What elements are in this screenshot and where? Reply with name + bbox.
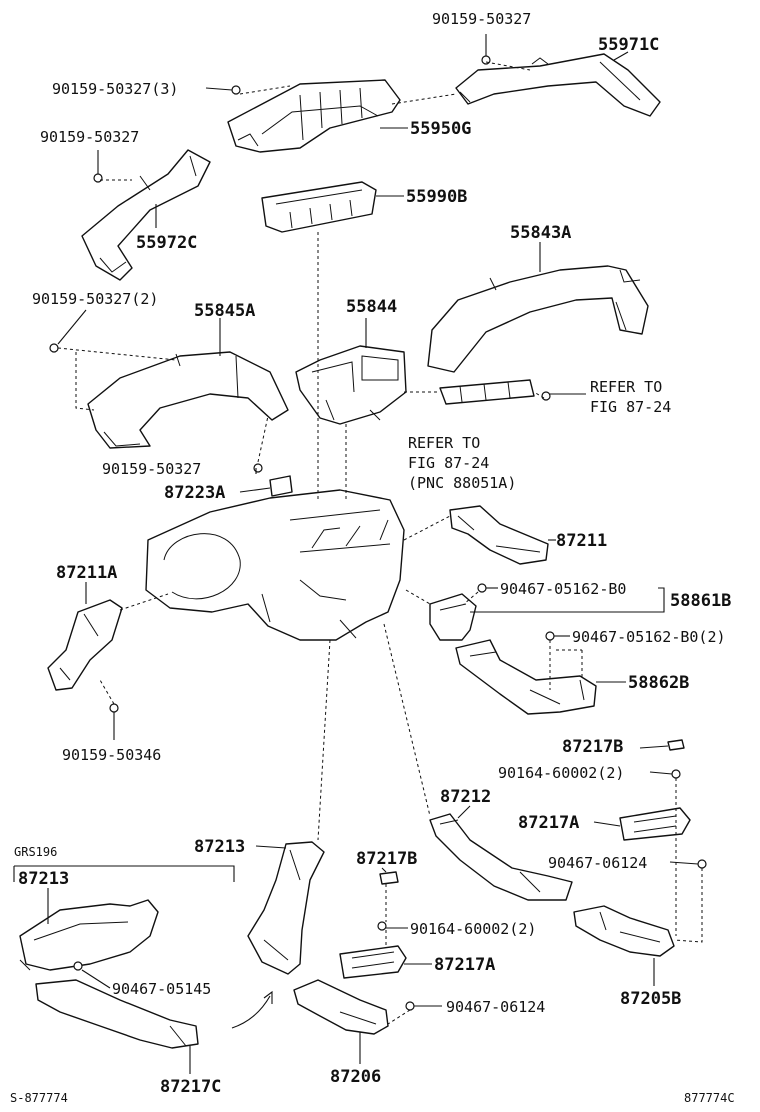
label-90467-06124-right: 90467-06124: [548, 854, 647, 872]
label-87217b-right: 87217B: [562, 737, 623, 757]
label-87211a: 87211A: [56, 563, 117, 583]
part-labels: 90159-50327 55971C 90159-50327(3) 55950G…: [10, 10, 735, 1105]
leader-lines: [47, 34, 699, 1074]
register-panel: [439, 379, 535, 405]
assembly-dashed-lines: [57, 61, 703, 1025]
center-register-housing-55844: [295, 345, 407, 425]
label-87223a: 87223A: [164, 483, 225, 503]
label-refer-mid-2: FIG 87-24: [408, 454, 489, 472]
label-55972c: 55972C: [136, 233, 197, 253]
label-55845a: 55845A: [194, 301, 255, 321]
nozzle-55990b: [261, 181, 377, 233]
label-grs196: GRS196: [14, 845, 57, 859]
grs196-inset: [13, 865, 273, 1049]
label-90159-50327-top: 90159-50327: [432, 10, 531, 28]
floor-duct-87205b: [573, 905, 675, 957]
floor-duct-87206: [293, 979, 389, 1035]
label-55844: 55844: [346, 297, 397, 317]
center-duct-55843a: [427, 265, 649, 373]
label-87217c: 87217C: [160, 1077, 221, 1097]
clip-87217b-mid: [379, 871, 399, 885]
label-87217b-mid: 87217B: [356, 849, 417, 869]
label-90164-60002-2-right: 90164-60002(2): [498, 764, 624, 782]
label-55950g: 55950G: [410, 119, 471, 139]
label-87212: 87212: [440, 787, 491, 807]
floor-duct-87212: [429, 813, 573, 901]
clip-87223a: [269, 475, 293, 497]
clip-87217b-right: [667, 739, 685, 751]
defroster-nozzle-55950g: [227, 79, 401, 153]
label-55971c: 55971C: [598, 35, 659, 55]
heater-unit-assembly: [145, 489, 405, 641]
side-duct-55845a: [87, 351, 289, 449]
label-refer-mid-3: (PNC 88051A): [408, 474, 516, 492]
label-refer-mid-1: REFER TO: [408, 434, 480, 452]
label-90159-50327-2: 90159-50327(2): [32, 290, 158, 308]
label-refer-right-1: REFER TO: [590, 378, 662, 396]
rear-duct-58861b: [429, 593, 477, 641]
label-87213-left: 87213: [18, 869, 69, 889]
register-87217a-right: [619, 807, 691, 841]
footer-left-code: S-877774: [10, 1091, 68, 1105]
footer-right-code: 877774C: [684, 1091, 735, 1105]
label-58861b: 58861B: [670, 591, 731, 611]
register-87217a-mid: [339, 945, 407, 979]
label-90467-05162-b0: 90467-05162-B0: [500, 580, 626, 598]
label-90159-50327-mid: 90159-50327: [102, 460, 201, 478]
label-90159-50327-left: 90159-50327: [40, 128, 139, 146]
label-58862b: 58862B: [628, 673, 689, 693]
label-55843a: 55843A: [510, 223, 571, 243]
label-87205b: 87205B: [620, 989, 681, 1009]
label-87217a-right: 87217A: [518, 813, 579, 833]
label-90164-60002-2-mid: 90164-60002(2): [410, 920, 536, 938]
side-defroster-duct-55971c: [455, 53, 661, 117]
rear-duct-87211a: [47, 599, 123, 691]
label-87213-right: 87213: [194, 837, 245, 857]
label-87217a-mid: 87217A: [434, 955, 495, 975]
label-55990b: 55990B: [406, 187, 467, 207]
rear-duct-58862b: [455, 639, 597, 715]
label-90467-05145: 90467-05145: [112, 980, 211, 998]
label-90467-06124-mid: 90467-06124: [446, 998, 545, 1016]
label-87206: 87206: [330, 1067, 381, 1087]
label-refer-right-2: FIG 87-24: [590, 398, 671, 416]
label-87211: 87211: [556, 531, 607, 551]
floor-duct-87213-center: [247, 841, 325, 975]
label-90159-50346: 90159-50346: [62, 746, 161, 764]
label-90467-05162-b0-2: 90467-05162-B0(2): [572, 628, 726, 646]
side-defroster-duct-55972c: [81, 149, 211, 281]
rear-duct-87211: [449, 505, 549, 565]
label-90159-50327-3: 90159-50327(3): [52, 80, 178, 98]
